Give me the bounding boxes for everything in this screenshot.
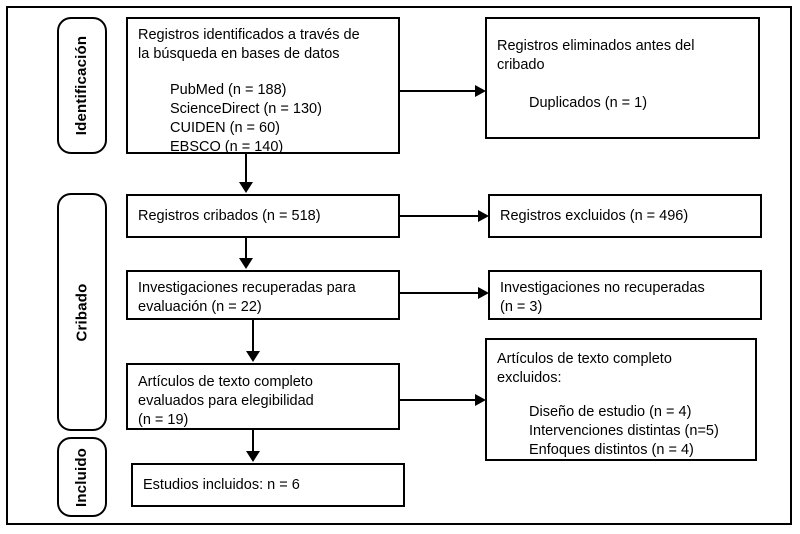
arrowhead-down-recuperadas [239,258,253,269]
arrowhead-down-incluidos [246,451,260,462]
box-registros-cribados: Registros cribados (n = 518) [126,194,400,238]
arrowhead-right-no-recuperadas [478,287,489,299]
list-item: Duplicados (n = 1) [529,95,648,111]
box-registros-eliminados-heading: Registros eliminados antes del cribado [497,38,695,73]
box-articulos-evaluados: Artículos de texto completo evaluados pa… [126,363,400,430]
box-registros-identificados-heading: Registros identificados a través de la b… [138,27,360,62]
box-articulos-excluidos-list: Diseño de estudio (n = 4) Intervenciones… [497,403,751,459]
box-registros-eliminados-list: Duplicados (n = 1) [497,94,754,113]
connector-evaluados-to-incluidos [252,430,254,452]
box-investigaciones-recuperadas: Investigaciones recuperadas para evaluac… [126,270,400,320]
connector-cribados-to-excluidos [400,215,479,217]
connector-recuperadas-to-no-recuperadas [400,292,479,294]
connector-cribados-to-recuperadas [245,238,247,259]
box-estudios-incluidos-heading: Estudios incluidos: n = 6 [143,477,300,493]
box-investigaciones-recuperadas-heading: Investigaciones recuperadas para evaluac… [138,280,356,315]
arrowhead-down-cribados [239,182,253,193]
arrowhead-right-eliminados [475,85,486,97]
stage-pill-incluido: Incluido [57,437,107,517]
box-registros-excluidos: Registros excluidos (n = 496) [488,194,762,238]
arrowhead-down-evaluados [246,351,260,362]
list-item: ScienceDirect (n = 130) [170,100,322,117]
stage-label-cribado: Cribado [73,282,91,342]
box-investigaciones-no-recuperadas-heading: Investigaciones no recuperadas (n = 3) [500,280,705,315]
box-registros-cribados-heading: Registros cribados (n = 518) [138,208,321,224]
box-registros-eliminados: Registros eliminados antes del cribado D… [485,17,760,139]
list-item: CUIDEN (n = 60) [170,119,280,136]
box-articulos-excluidos: Artículos de texto completo excluidos: D… [485,338,757,461]
list-item: Enfoques distintos (n = 4) [529,441,694,458]
connector-evaluados-to-articulos-excluidos [400,399,476,401]
box-registros-identificados-list: PubMed (n = 188) ScienceDirect (n = 130)… [138,81,394,154]
box-registros-identificados: Registros identificados a través de la b… [126,17,400,154]
box-estudios-incluidos: Estudios incluidos: n = 6 [131,463,405,507]
list-item: Diseño de estudio (n = 4) [529,404,692,420]
box-articulos-evaluados-heading: Artículos de texto completo evaluados pa… [138,374,314,428]
stage-label-incluido: Incluido [73,447,91,507]
box-investigaciones-no-recuperadas: Investigaciones no recuperadas (n = 3) [488,270,762,320]
box-registros-excluidos-heading: Registros excluidos (n = 496) [500,208,689,224]
box-articulos-excluidos-heading: Artículos de texto completo excluidos: [497,351,672,386]
list-item: PubMed (n = 188) [170,82,287,98]
stage-label-identificacion: Identificación [73,35,91,136]
stage-pill-cribado: Cribado [57,193,107,431]
connector-recuperadas-to-evaluados [252,320,254,352]
list-item: Intervenciones distintas (n=5) [529,422,719,439]
connector-identificados-to-cribados [245,154,247,183]
arrowhead-right-articulos-excluidos [475,394,486,406]
stage-pill-identificacion: Identificación [57,17,107,154]
list-item: EBSCO (n = 140) [170,138,284,154]
arrowhead-right-excluidos [478,210,489,222]
connector-identificados-to-eliminados [400,90,476,92]
